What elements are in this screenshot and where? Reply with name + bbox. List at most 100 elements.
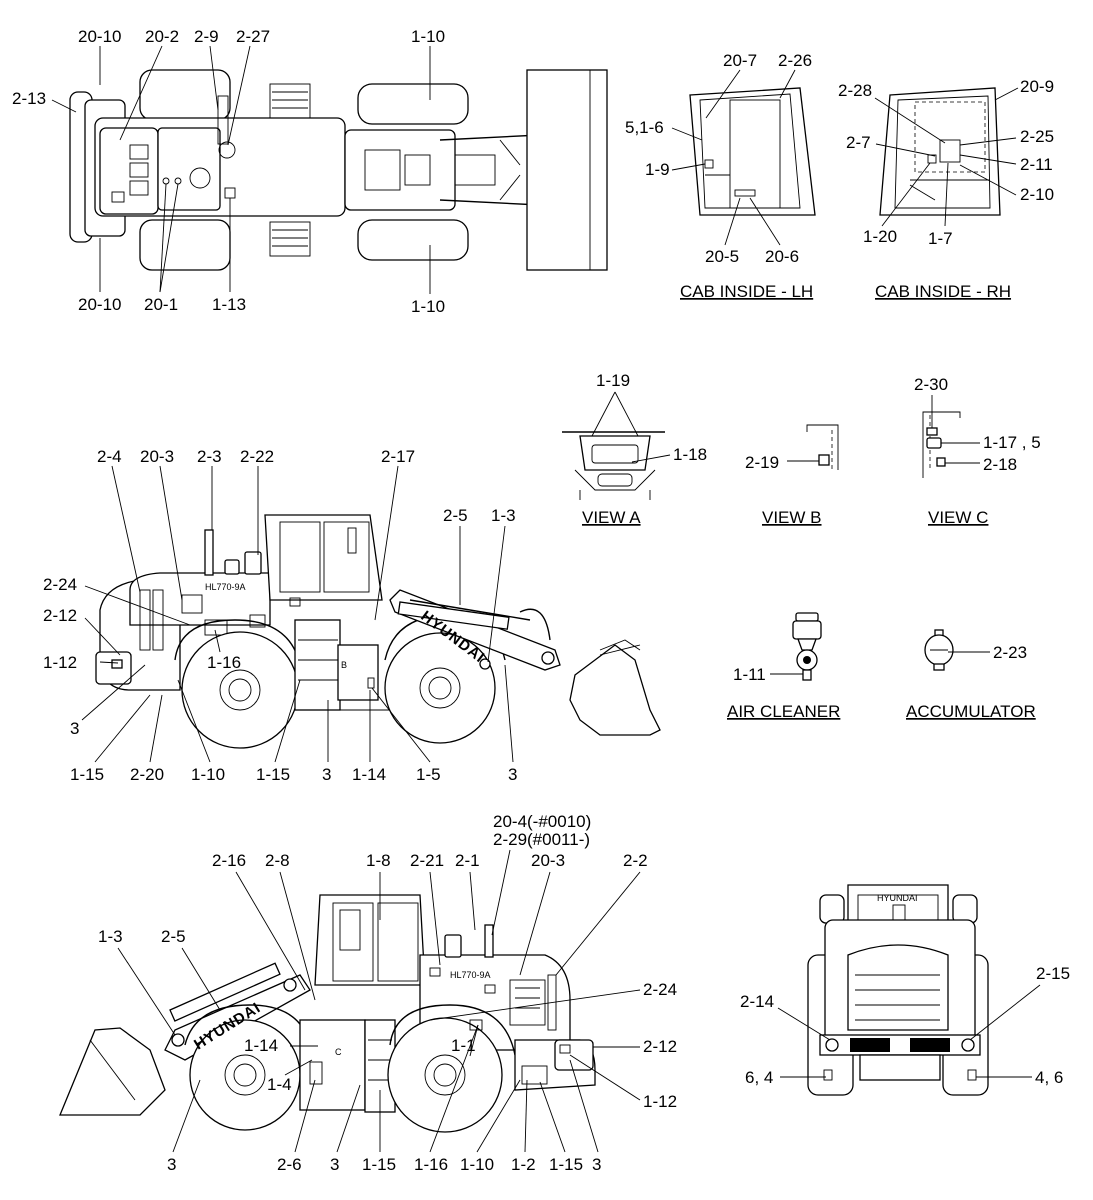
left-side-labels: 2-4 20-3 2-3 2-22 2-17 2-5 1-3 2-24 2-12… <box>43 447 517 784</box>
right-side-labels: 20-4(-#0010) 2-29(#0011-) 2-16 2-8 1-8 2… <box>98 812 677 1174</box>
label-2-18: 2-18 <box>983 455 1017 474</box>
label-1-1: 1-1 <box>451 1036 476 1055</box>
label-20-4: 20-4(-#0010) <box>493 812 591 831</box>
label-2-21: 2-21 <box>410 851 444 870</box>
label-3-left-a: 3 <box>70 719 79 738</box>
label-20-1: 20-1 <box>144 295 178 314</box>
label-3-left-c: 3 <box>508 765 517 784</box>
label-2-12-right: 2-12 <box>643 1037 677 1056</box>
top-view-drawing <box>69 69 608 271</box>
caution-mark-left: B <box>341 660 347 670</box>
label-1-7: 1-7 <box>928 229 953 248</box>
rear-view-labels: 2-14 2-15 6, 4 4, 6 <box>740 964 1070 1087</box>
title-view-c: VIEW C <box>928 508 988 527</box>
label-2-13: 2-13 <box>12 89 46 108</box>
label-1-11: 1-11 <box>733 665 766 684</box>
label-5-1-6: 5,1-6 <box>625 118 664 137</box>
label-1-8: 1-8 <box>366 851 391 870</box>
label-2-1: 2-1 <box>455 851 480 870</box>
label-1-10-right: 1-10 <box>460 1155 494 1174</box>
label-1-15-left-b: 1-15 <box>256 765 290 784</box>
label-2-27: 2-27 <box>236 27 270 46</box>
cab-inside-lh-labels: 20-7 2-26 5,1-6 1-9 20-5 20-6 CAB INSIDE… <box>625 51 813 301</box>
label-1-10-bottom: 1-10 <box>411 297 445 316</box>
rear-view-drawing <box>807 884 989 1096</box>
view-c-drawing <box>922 411 961 478</box>
label-1-10-left: 1-10 <box>191 765 225 784</box>
label-2-2: 2-2 <box>623 851 648 870</box>
label-2-28: 2-28 <box>838 81 872 100</box>
label-3-right-c: 3 <box>592 1155 601 1174</box>
label-2-26: 2-26 <box>778 51 812 70</box>
label-1-9: 1-9 <box>645 160 670 179</box>
view-b-labels: 2-19 VIEW B <box>745 453 822 527</box>
label-1-20: 1-20 <box>863 227 897 246</box>
label-3-right-b: 3 <box>330 1155 339 1174</box>
label-20-5: 20-5 <box>705 247 739 266</box>
label-1-14-left: 1-14 <box>352 765 386 784</box>
label-3-left-b: 3 <box>322 765 331 784</box>
cab-inside-lh-drawing <box>689 87 816 216</box>
right-side-view-drawing: C <box>59 894 596 1133</box>
label-2-17: 2-17 <box>381 447 415 466</box>
view-c-labels: 2-30 1-17 , 5 2-18 VIEW C <box>914 375 1041 527</box>
label-1-18: 1-18 <box>673 445 707 464</box>
label-20-10-top: 20-10 <box>78 27 121 46</box>
label-20-3-right: 20-3 <box>531 851 565 870</box>
caution-mark-right: C <box>335 1047 342 1057</box>
hyundai-logo-rear: HYUNDAI <box>877 893 918 903</box>
label-2-19: 2-19 <box>745 453 779 472</box>
label-1-17-5: 1-17 , 5 <box>983 433 1041 452</box>
view-a-labels: 1-19 1-18 VIEW A <box>582 371 707 527</box>
label-1-16-right: 1-16 <box>414 1155 448 1174</box>
label-2-14: 2-14 <box>740 992 774 1011</box>
label-2-23: 2-23 <box>993 643 1027 662</box>
title-air-cleaner: AIR CLEANER <box>727 702 840 721</box>
model-badge-right: HL770-9A <box>450 970 491 980</box>
label-4-6: 4, 6 <box>1035 1068 1063 1087</box>
label-20-9: 20-9 <box>1020 77 1054 96</box>
top-view-leaders <box>51 45 431 294</box>
label-20-2: 20-2 <box>145 27 179 46</box>
label-2-24-right: 2-24 <box>643 980 677 999</box>
title-cab-inside-rh: CAB INSIDE - RH <box>875 282 1011 301</box>
right-side-leaders <box>117 849 641 1153</box>
label-1-15-right-a: 1-15 <box>362 1155 396 1174</box>
air-cleaner-labels: 1-11 AIR CLEANER <box>727 665 840 721</box>
label-1-13: 1-13 <box>212 295 246 314</box>
title-view-b: VIEW B <box>762 508 822 527</box>
accumulator-labels: 2-23 ACCUMULATOR <box>906 643 1036 721</box>
label-3-right-a: 3 <box>167 1155 176 1174</box>
label-20-3-left: 20-3 <box>140 447 174 466</box>
rear-view-logos: HYUNDAI <box>877 893 918 903</box>
label-20-7: 20-7 <box>723 51 757 70</box>
label-2-7: 2-7 <box>846 133 871 152</box>
label-2-16: 2-16 <box>212 851 246 870</box>
label-1-12-left: 1-12 <box>43 653 77 672</box>
label-2-4: 2-4 <box>97 447 122 466</box>
title-view-a: VIEW A <box>582 508 641 527</box>
view-b-drawing <box>806 424 839 470</box>
label-1-14-right: 1-14 <box>244 1036 278 1055</box>
label-2-15: 2-15 <box>1036 964 1070 983</box>
label-2-6: 2-6 <box>277 1155 302 1174</box>
title-cab-inside-lh: CAB INSIDE - LH <box>680 282 813 301</box>
label-2-12-left: 2-12 <box>43 606 77 625</box>
label-1-4: 1-4 <box>267 1075 292 1094</box>
label-1-2: 1-2 <box>511 1155 536 1174</box>
label-2-5-left: 2-5 <box>443 506 468 525</box>
label-2-5-right: 2-5 <box>161 927 186 946</box>
label-1-19: 1-19 <box>596 371 630 390</box>
label-2-8: 2-8 <box>265 851 290 870</box>
label-6-4: 6, 4 <box>745 1068 773 1087</box>
cab-inside-rh-labels: 2-28 20-9 2-7 2-25 2-11 2-10 1-20 1-7 CA… <box>838 77 1054 301</box>
label-2-22: 2-22 <box>240 447 274 466</box>
label-1-12-right: 1-12 <box>643 1092 677 1111</box>
label-2-30: 2-30 <box>914 375 948 394</box>
label-1-5: 1-5 <box>416 765 441 784</box>
label-2-25: 2-25 <box>1020 127 1054 146</box>
left-side-view-drawing: B <box>95 514 661 749</box>
cab-inside-rh-drawing <box>879 87 1001 216</box>
